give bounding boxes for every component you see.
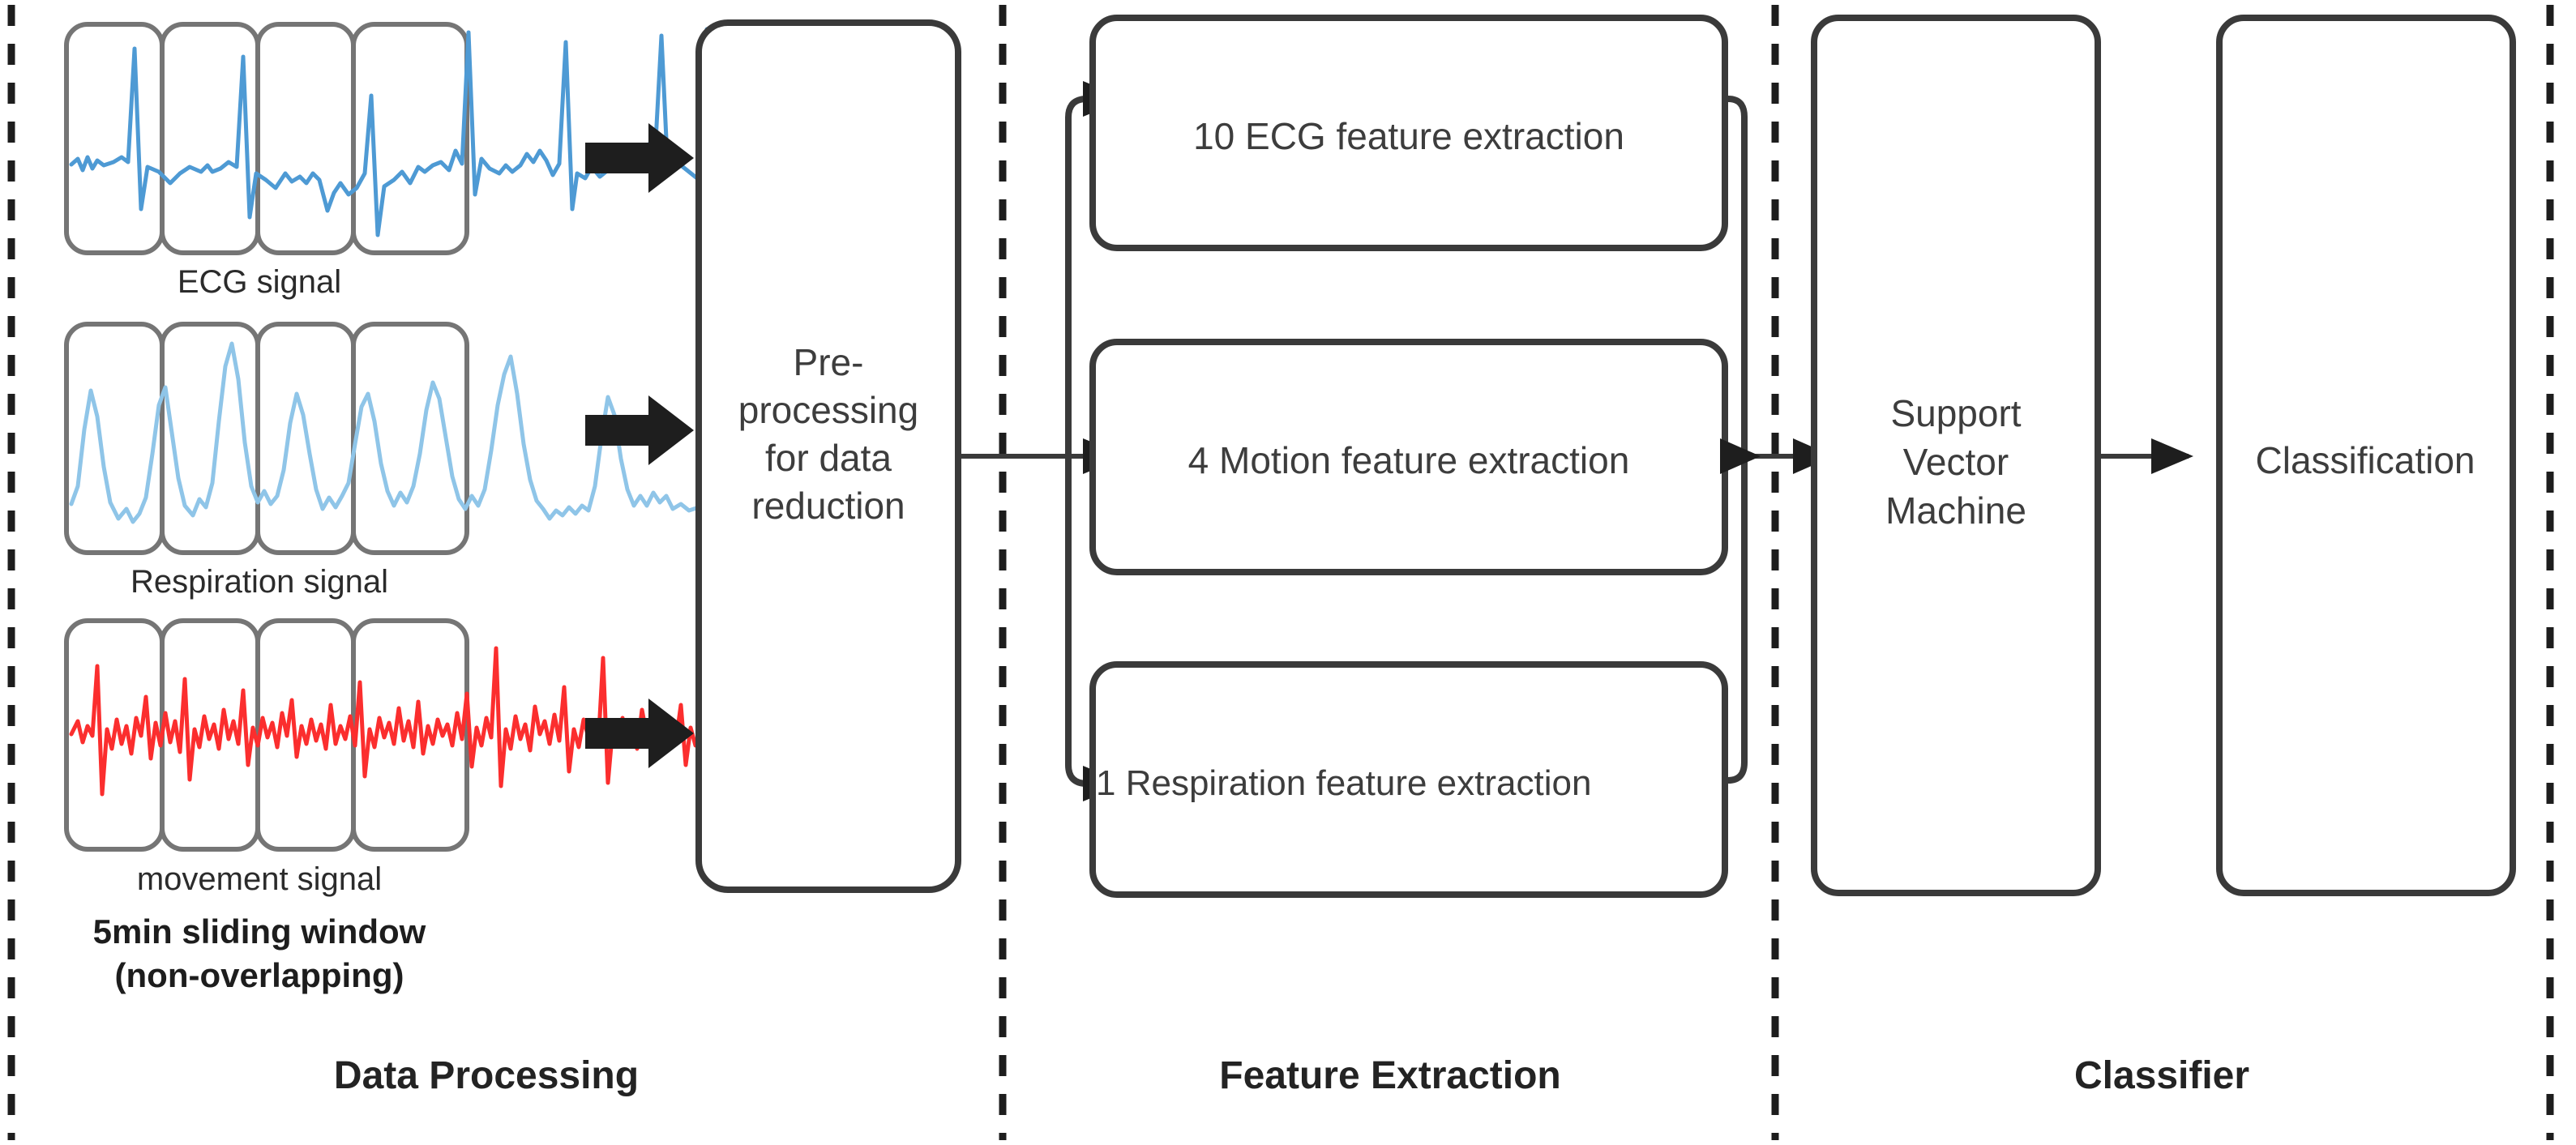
sliding-window-note-line2: (non-overlapping): [114, 956, 404, 994]
movement-signal-label: movement signal: [136, 861, 383, 897]
respiration-signal-windows: [64, 322, 469, 555]
features-to-svm-connector: [1720, 96, 1834, 784]
svm-label-line2: Vector: [1902, 441, 2009, 483]
svm-label-line3: Machine: [1885, 489, 2026, 532]
movement-to-preprocessing-arrow: [585, 699, 694, 768]
respiration-waveform: [69, 341, 701, 524]
classification-box: [2216, 15, 2516, 896]
section-label-data-processing: Data Processing: [333, 1054, 640, 1097]
preprocessing-label-line4: reduction: [751, 485, 905, 527]
respiration-feature-box-label: 1 Respiration feature extraction: [1096, 763, 1592, 803]
ecg-feature-box-label: 10 ECG feature extraction: [1193, 115, 1624, 157]
section-label-feature-extraction: Feature Extraction: [1219, 1054, 1561, 1097]
section-label-classifier: Classifier: [2073, 1054, 2250, 1097]
preprocessing-label-line3: for data: [765, 437, 892, 479]
ecg-feature-box: [1089, 15, 1728, 251]
preprocessing-label-line1: Pre-: [793, 341, 864, 383]
preprocessing-label-line2: processing: [738, 389, 919, 431]
svm-to-classification-arrow: [2098, 438, 2193, 474]
motion-feature-box-label: 4 Motion feature extraction: [1187, 439, 1630, 481]
ecg-to-preprocessing-arrow: [585, 123, 694, 193]
ecg-signal-windows: [64, 22, 469, 255]
ecg-signal-label: ECG signal: [177, 264, 342, 300]
svm-label-line1: Support: [1890, 392, 2022, 434]
respiration-signal-label: Respiration signal: [131, 564, 388, 600]
respiration-to-preprocessing-arrow: [585, 395, 694, 465]
classification-label: Classification: [2255, 439, 2475, 481]
sliding-window-note-line1: 5min sliding window: [92, 912, 426, 951]
